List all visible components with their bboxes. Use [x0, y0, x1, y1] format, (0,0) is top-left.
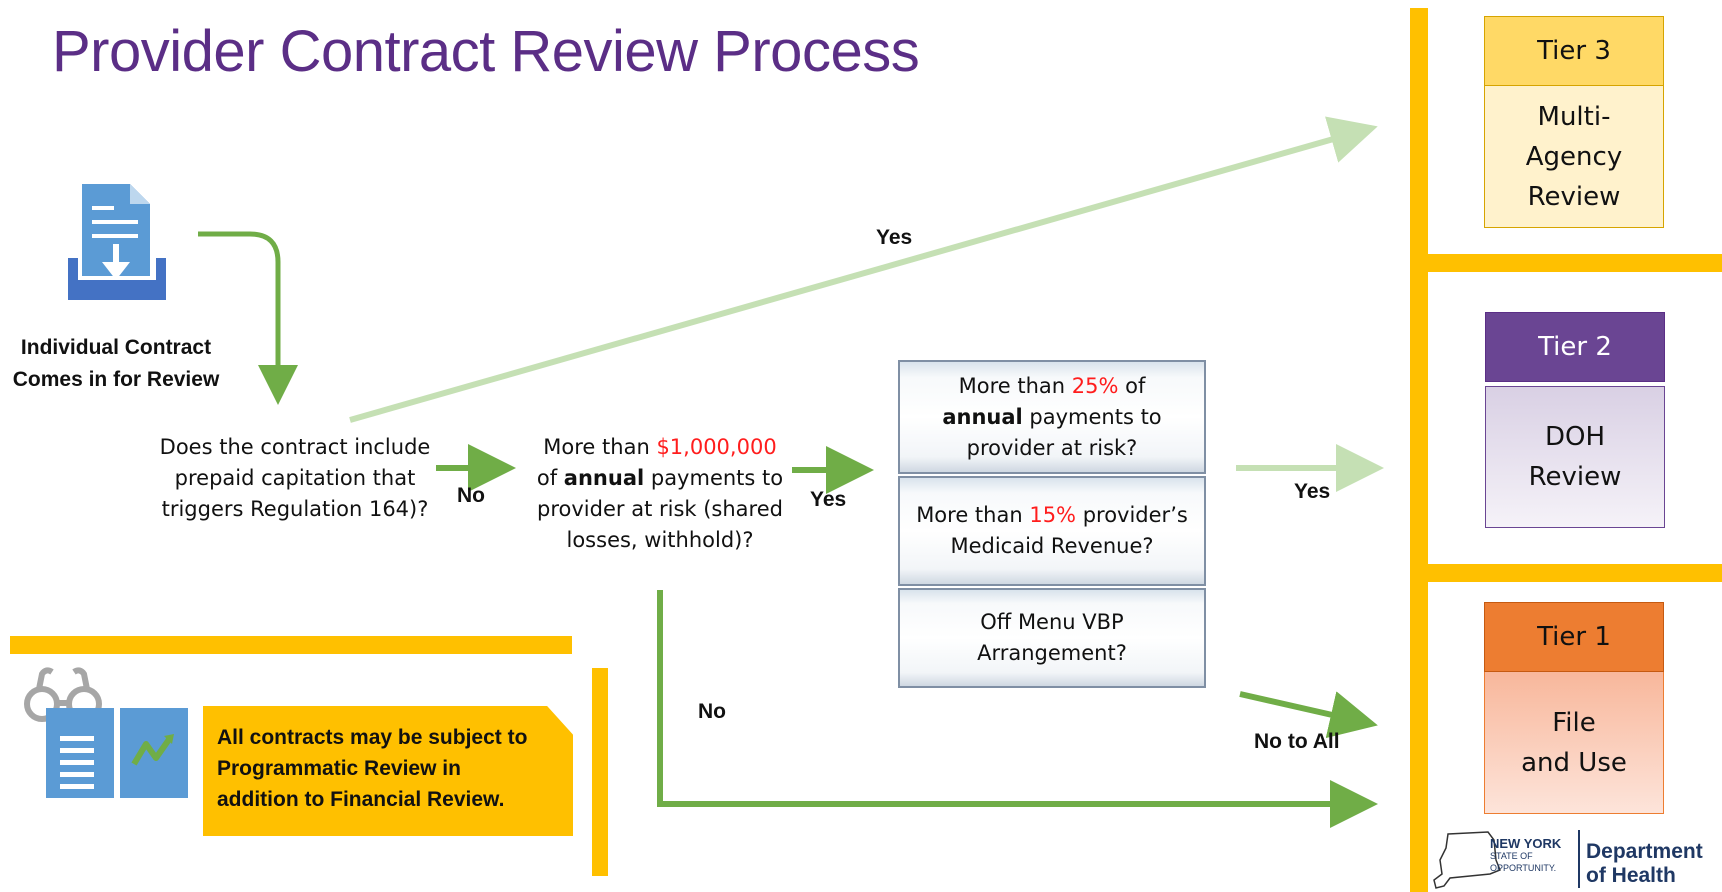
edge-label-no-1: No	[457, 484, 485, 507]
arrow-no-to-tier1	[657, 590, 1378, 828]
report-icon	[46, 708, 114, 798]
callout-side-bar	[592, 668, 608, 876]
callout-top-bar	[10, 636, 572, 654]
edge-label-no-down: No	[698, 700, 726, 723]
edge-label-yes-3: Yes	[1294, 480, 1331, 503]
decision-annual-payments: More than $1,000,000 of annual payments …	[536, 435, 784, 552]
tier-3-heading: Tier 3	[1484, 16, 1664, 86]
decision-regulation-164: Does the contract include prepaid capita…	[159, 435, 431, 521]
arrow-yes-to-tier3	[349, 116, 1378, 423]
logo-divider	[1578, 830, 1580, 888]
nys-wordmark: NEW YORK STATE OF OPPORTUNITY.	[1490, 836, 1562, 873]
tier-2-heading: Tier 2	[1485, 312, 1665, 382]
criteria-box-off-menu-vbp: Off Menu VBP Arrangement?	[898, 588, 1206, 688]
arrow-start-to-decision1	[198, 231, 298, 405]
start-label: Individual Contract Comes in for Review	[12, 336, 220, 391]
page-title: Provider Contract Review Process	[52, 19, 920, 84]
nys-doh-logo: NEW YORK STATE OF OPPORTUNITY. Departmen…	[1430, 826, 1722, 892]
amount-threshold: $1,000,000	[656, 435, 777, 459]
department-of-health-wordmark: Department of Health	[1586, 840, 1703, 887]
chart-icon	[120, 708, 188, 798]
tier-separator-3-2	[1428, 254, 1722, 272]
edge-label-yes-top: Yes	[876, 226, 913, 249]
programmatic-review-note: All contracts may be subject to Programm…	[203, 706, 573, 836]
edge-label-no-to-all: No to All	[1254, 730, 1340, 753]
criteria-box-15-percent: More than 15% provider’s Medicaid Revenu…	[898, 476, 1206, 586]
edge-label-yes-2: Yes	[810, 488, 847, 511]
new-york-state-outline-icon	[1433, 831, 1501, 889]
tier-column-divider	[1410, 8, 1428, 892]
document-download-icon	[68, 184, 168, 305]
tier-separator-2-1	[1428, 564, 1722, 582]
arrow-no-to-all-to-tier1	[1239, 691, 1378, 739]
criteria-box-25-percent: More than 25% of annual payments to prov…	[898, 360, 1206, 474]
tier-1-heading: Tier 1	[1484, 602, 1664, 672]
